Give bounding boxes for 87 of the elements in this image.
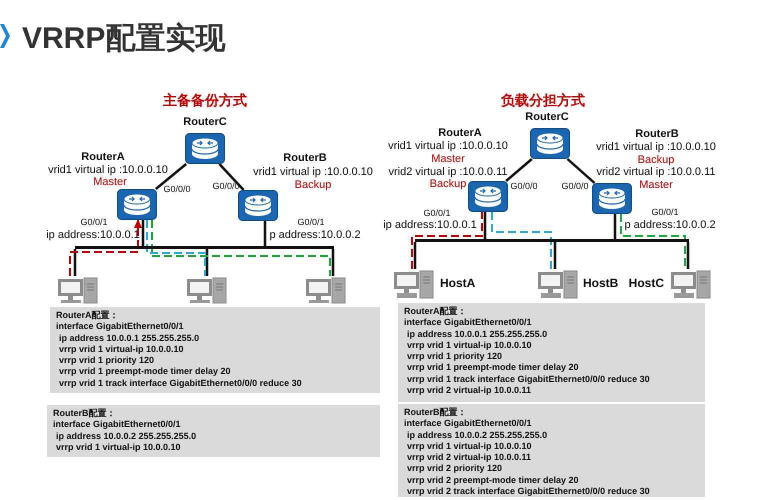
- role-label: Master: [639, 179, 673, 192]
- virtual-ip-label: vrid1 virtual ip :10.0.0.10: [596, 141, 716, 154]
- network-link: [155, 163, 187, 190]
- config-line: vrrp vrid 2 priority 120: [406, 463, 504, 475]
- config-panel: [398, 303, 705, 402]
- device-name: RouterB: [635, 128, 679, 140]
- config-panel: [50, 307, 380, 393]
- network-link: [206, 249, 208, 276]
- network-link: [332, 249, 334, 276]
- config-line: vrrp vrid 1 virtual-ip 10.0.0.10: [406, 440, 533, 452]
- network-link: [484, 212, 486, 239]
- config-line: vrrp vrid 1 priority 120: [58, 355, 156, 366]
- traffic-path: [491, 212, 552, 269]
- section-heading: 负载分担方式: [501, 92, 585, 110]
- network-link: [566, 158, 596, 184]
- port-label: G0/0/1: [423, 209, 451, 219]
- network-bus: [415, 239, 689, 242]
- device-name: RouterC: [183, 116, 227, 128]
- traffic-path: [411, 212, 483, 269]
- network-link: [414, 242, 416, 269]
- virtual-ip-label: vrid2 virtual ip :10.0.0.11: [388, 166, 508, 178]
- config-heading: RouterA配置：: [404, 306, 468, 318]
- role-label: Master: [93, 176, 127, 188]
- config-heading: RouterA配置：: [56, 310, 120, 322]
- port-label: G0/0/0: [163, 185, 191, 195]
- ip-address-label: p address:10.0.0.2: [269, 229, 361, 242]
- config-line: vrrp vrid 1 preempt-mode timer delay 20: [58, 366, 232, 378]
- config-heading: RouterB配置：: [53, 408, 116, 420]
- section-heading: 主备备份方式: [163, 92, 247, 110]
- config-line: ip address 10.0.0.2 255.255.255.0: [406, 430, 548, 441]
- role-label: Backup: [638, 154, 674, 166]
- network-link: [554, 242, 556, 269]
- config-line: vrrp vrid 1 preempt-mode timer delay 20: [406, 362, 580, 374]
- config-line: interface GigabitEthernet0/0/1: [404, 317, 533, 329]
- network-link: [74, 249, 76, 276]
- config-line: ip address 10.0.0.2 255.255.255.0: [55, 430, 198, 442]
- config-line: vrrp vrid 1 virtual-ip 10.0.0.10: [58, 344, 185, 356]
- config-heading: RouterB配置：: [404, 407, 468, 418]
- role-label: Master: [431, 153, 465, 166]
- virtual-ip-label: vrid1 virtual ip :10.0.0.10: [388, 140, 508, 152]
- config-line: interface GigabitEthernet0/0/1: [56, 321, 185, 333]
- config-line: vrrp vrid 1 virtual-ip 10.0.0.10: [55, 442, 182, 454]
- network-link: [264, 221, 266, 246]
- ip-address-label: ip address:10.0.0.1: [46, 229, 140, 242]
- host-name: HostC: [628, 277, 664, 290]
- host-name: HostB: [583, 277, 618, 290]
- config-line: interface GigabitEthernet0/0/1: [404, 418, 533, 430]
- config-line: vrrp vrid 1 priority 120: [406, 351, 504, 362]
- config-panel: [47, 405, 380, 457]
- port-label: G0/0/0: [561, 182, 589, 192]
- network-link: [686, 242, 690, 269]
- config-line: ip address 10.0.0.1 255.255.255.0: [406, 328, 548, 340]
- device-name: RouterA: [438, 127, 482, 140]
- config-line: vrrp vrid 1 track interface GigabitEthernet0/0/0 reduce 30: [58, 378, 303, 390]
- config-line: vrrp vrid 2 virtual-ip 10.0.0.11: [406, 385, 532, 396]
- role-label: Backup: [430, 178, 466, 190]
- traffic-path: [620, 214, 686, 269]
- config-line: vrrp vrid 1 virtual-ip 10.0.0.10: [406, 340, 533, 352]
- host-name: HostA: [440, 277, 476, 290]
- page-title: VRRP配置实现: [22, 21, 226, 57]
- port-label: G0/0/1: [651, 208, 679, 218]
- virtual-ip-label: vrid2 virtual ip :10.0.0.11: [596, 166, 716, 178]
- port-label: G0/0/0: [510, 182, 538, 192]
- device-name: RouterA: [81, 151, 125, 164]
- traffic-path: [146, 220, 206, 276]
- ip-address-label: ip address:10.0.0.1: [383, 219, 477, 232]
- device-name: RouterB: [283, 152, 327, 164]
- virtual-ip-label: vrid1 virtual ip :10.0.0.10: [253, 166, 373, 178]
- port-label: G0/0/1: [80, 218, 108, 228]
- traffic-path: [151, 220, 331, 276]
- config-line: interface GigabitEthernet0/0/1: [53, 419, 182, 431]
- config-line: vrrp vrid 1 track interface GigabitEthernet0/0/0 reduce 30: [406, 374, 651, 386]
- network-link: [614, 214, 616, 239]
- virtual-ip-label: vrid1 virtual ip :10.0.0.10: [48, 164, 168, 176]
- network-link: [142, 220, 144, 246]
- network-bus: [75, 246, 334, 249]
- config-line: vrrp vrid 2 preempt-mode timer delay 20: [406, 474, 580, 486]
- config-line: ip address 10.0.0.1 255.255.255.0: [58, 332, 200, 344]
- ip-address-label: p address:10.0.0.2: [624, 219, 716, 232]
- device-name: RouterC: [525, 111, 569, 124]
- traffic-path: [69, 219, 142, 276]
- role-label: Backup: [294, 179, 332, 192]
- config-line: vrrp vrid 2 track interface GigabitEthernet0/0/0 reduce 30: [406, 486, 651, 498]
- config-panel: [398, 404, 705, 497]
- port-label: G0/0/1: [297, 218, 325, 228]
- network-link: [505, 158, 533, 182]
- config-line: vrrp vrid 2 virtual-ip 10.0.0.11: [406, 452, 532, 464]
